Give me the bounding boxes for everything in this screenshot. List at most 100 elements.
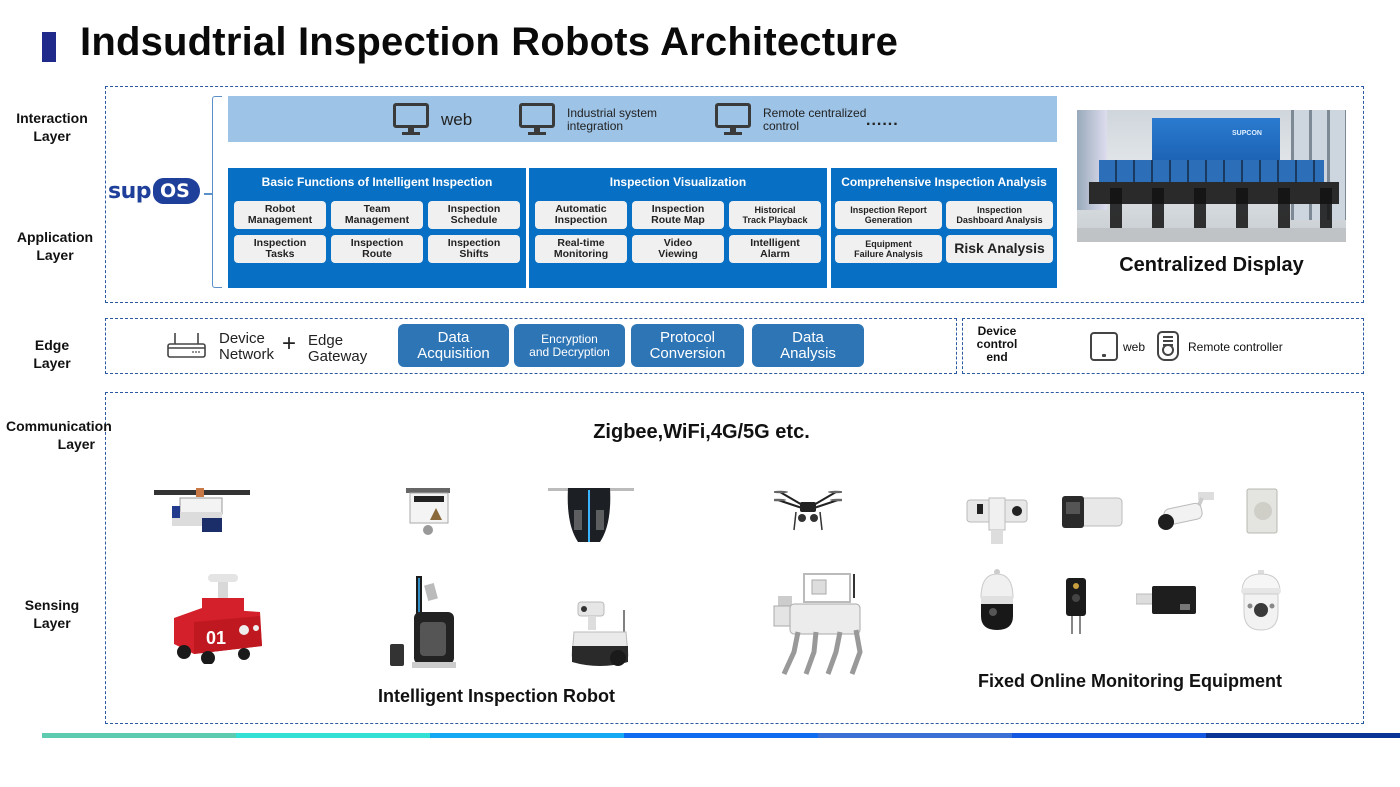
layer-label-line: Communication xyxy=(6,418,112,434)
thermal-sensor-image xyxy=(1066,578,1086,634)
rail-robot-image xyxy=(406,488,450,535)
footer-bar-segment xyxy=(42,733,236,738)
video-wall-logo: SUPCON xyxy=(1232,130,1262,137)
logo-os-cloud: OS xyxy=(153,178,200,204)
interaction-item-remote-control: Remote centralized control xyxy=(715,103,866,137)
edge-gateway-label: Edge Gateway xyxy=(308,332,368,365)
layer-label-sensing: Sensing Layer xyxy=(2,596,102,632)
wheeled-inspection-robot-image: 01 xyxy=(174,574,262,664)
panel-basic-functions: Basic Functions of Intelligent Inspectio… xyxy=(228,168,526,288)
rail-robot-image xyxy=(154,488,250,532)
footer-bar-segment xyxy=(818,733,1012,738)
panel-title: Comprehensive Inspection Analysis xyxy=(841,175,1047,189)
monitor-icon xyxy=(519,103,555,137)
ptz-thermal-camera-image xyxy=(966,497,1028,544)
layer-label-line: Layer xyxy=(33,355,71,371)
title-accent-bar xyxy=(42,32,56,62)
monitor-icon xyxy=(715,103,751,137)
footer-bar-segment xyxy=(1206,733,1400,738)
layer-label-line: Layer xyxy=(57,436,95,452)
logo-sup-text: sup xyxy=(108,178,152,204)
bullet-camera-image xyxy=(1062,496,1123,528)
layer-label-communication: Communication Layer xyxy=(6,417,131,453)
bullet-camera-image xyxy=(1158,492,1214,530)
interaction-label-line: control xyxy=(763,119,800,133)
footer-color-bar xyxy=(42,733,1400,738)
dome-camera-image xyxy=(980,569,1014,630)
layer-label-line: Sensing xyxy=(24,597,80,613)
interaction-label-line: Industrial system xyxy=(567,106,658,120)
panel-title: Inspection Visualization xyxy=(609,175,747,189)
remote-controller-icon xyxy=(1157,331,1179,361)
layer-label-line: Edge xyxy=(34,337,70,353)
tablet-icon xyxy=(1090,332,1118,361)
bracket-tick xyxy=(204,193,212,195)
router-icon xyxy=(167,333,206,358)
footer-bar-segment xyxy=(1012,733,1206,738)
footer-bar-segment xyxy=(624,733,818,738)
more-ellipsis: ...... xyxy=(866,112,899,129)
bracket-line xyxy=(212,96,222,288)
interaction-label: web xyxy=(441,110,473,129)
footer-bar-segment xyxy=(236,733,430,738)
panel-title: Basic Functions of Intelligent Inspectio… xyxy=(261,175,493,189)
interaction-item-web: web xyxy=(393,103,472,137)
intelligent-robot-caption: Intelligent Inspection Robot xyxy=(378,686,615,706)
interaction-band: web Industrial system integration Remote… xyxy=(228,96,1057,142)
remote-controller-label: Remote controller xyxy=(1188,340,1283,354)
layer-label-edge: Edge Layer xyxy=(2,336,102,372)
communication-sensing-frame xyxy=(105,392,1364,724)
plus-icon: + xyxy=(282,330,297,357)
fixed-monitoring-caption: Fixed Online Monitoring Equipment xyxy=(978,671,1282,691)
function-cell: Risk Analysis xyxy=(946,235,1053,263)
device-control-web-label: web xyxy=(1123,340,1146,354)
device-control-frame xyxy=(962,318,1364,374)
monitor-icon xyxy=(393,103,429,137)
interaction-label: Industrial system integration xyxy=(567,107,657,133)
interaction-label-line: Remote centralized xyxy=(763,106,867,120)
layer-label-application: Application Layer xyxy=(2,228,108,264)
page-title: Indsudtrial Inspection Robots Architectu… xyxy=(80,20,899,64)
robot-badge-number: 01 xyxy=(206,628,226,648)
panel-comprehensive-analysis: Comprehensive Inspection Analysis Inspec… xyxy=(831,168,1057,288)
layer-label-line: Layer xyxy=(33,615,71,631)
speed-dome-camera-image xyxy=(1241,570,1281,631)
centralized-display-label: Centralized Display xyxy=(1119,254,1304,276)
tracked-inspection-robot-image xyxy=(390,576,456,668)
layer-label-interaction: Interaction Layer xyxy=(2,109,102,145)
wireless-sensor-image xyxy=(1136,586,1196,614)
acoustic-sensor-image xyxy=(1246,488,1278,534)
edge-layer-frame xyxy=(105,318,957,374)
communication-protocols: Zigbee,WiFi,4G/5G etc. xyxy=(593,421,810,443)
control-room-image: SUPCON xyxy=(1077,110,1346,242)
drone-image xyxy=(774,490,842,531)
video-wall xyxy=(1152,118,1280,168)
interaction-label-line: integration xyxy=(567,119,624,133)
supos-logo: sup OS xyxy=(108,178,200,204)
interaction-application-frame xyxy=(105,86,1364,303)
footer-bar-segment xyxy=(430,733,624,738)
compact-inspection-robot-image xyxy=(571,601,629,666)
layer-label-line: Layer xyxy=(36,247,74,263)
rail-robot-image xyxy=(548,488,634,542)
layer-label-line: Application xyxy=(16,229,94,245)
